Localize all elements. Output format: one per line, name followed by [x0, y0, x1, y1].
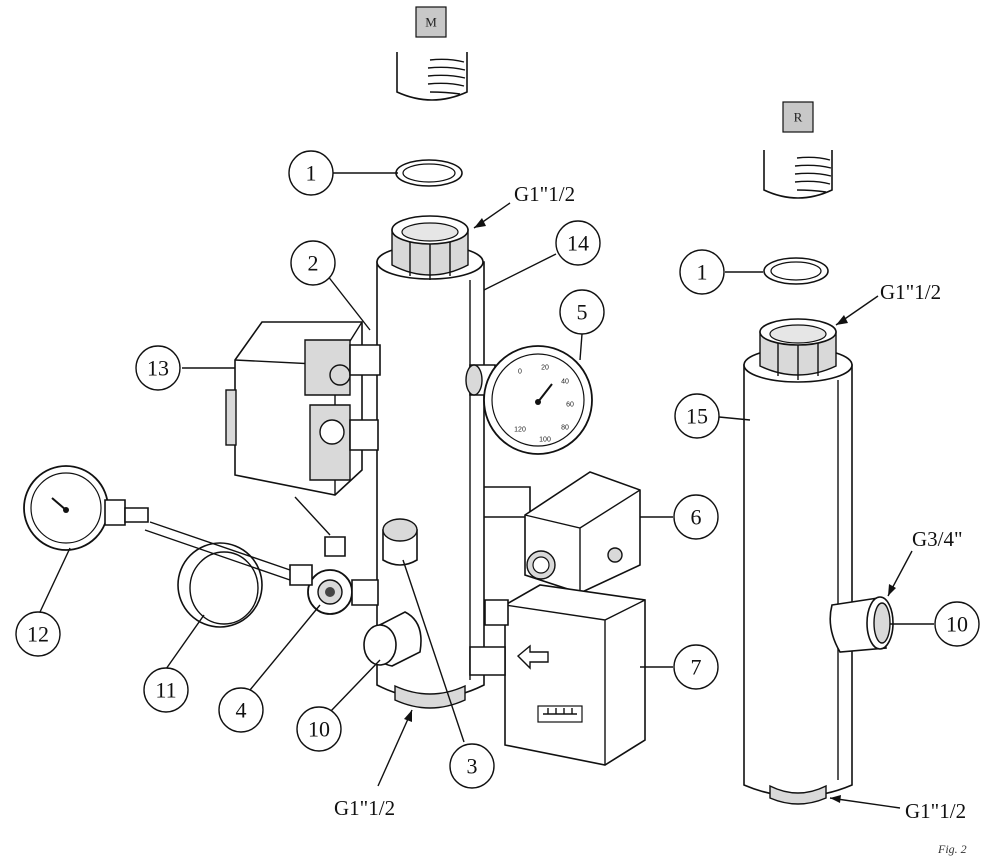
tag-m-label: M [425, 15, 437, 30]
gasket-m [395, 159, 463, 187]
callout-7: 7 [673, 644, 719, 690]
callout-13: 13 [135, 345, 181, 391]
thread-label-m-bottom: G1"1/2 [334, 796, 395, 820]
thermometer-scale: 0 20 40 60 80 100 120 [514, 365, 574, 444]
tick-label: 0 [518, 369, 522, 376]
pressure-gauge-12 [23, 465, 149, 551]
flow-switch-6 [524, 471, 641, 594]
callout-15: 15 [674, 393, 720, 439]
manifold-column [376, 215, 531, 709]
callout-3: 3 [449, 743, 495, 789]
plug-10-right [829, 596, 894, 653]
callout-10-r: 10 [934, 601, 980, 647]
plug-10-left [363, 611, 422, 667]
callout-number: 3 [467, 754, 478, 779]
tick-label: 80 [561, 425, 569, 432]
callout-number: 10 [308, 717, 330, 742]
leader-lines [39, 172, 934, 809]
callout-number: 1 [306, 161, 317, 186]
ball-valve-4 [144, 496, 379, 615]
tag-m: M [415, 6, 447, 38]
callout-1-r: 1 [679, 249, 725, 295]
callout-number: 4 [236, 698, 247, 723]
callout-2: 2 [290, 240, 336, 286]
gasket-r [763, 257, 829, 285]
callout-number: 15 [686, 404, 708, 429]
tag-r-label: R [794, 110, 803, 125]
callout-11: 11 [143, 667, 189, 713]
callout-number: 13 [147, 356, 169, 381]
thermometer-5: 0 20 40 60 80 100 120 [465, 345, 593, 455]
control-box-7 [469, 584, 646, 766]
thread-label-r-bottom: G1"1/2 [905, 799, 966, 823]
callout-number: 12 [27, 622, 49, 647]
callout-number: 11 [155, 678, 176, 703]
tag-r: R [782, 101, 814, 133]
threaded-nipple-r [763, 150, 833, 199]
tick-label: 120 [514, 427, 526, 434]
pressure-switch-13 [225, 321, 381, 496]
callout-4: 4 [218, 687, 264, 733]
figure-label: Fig. 2 [937, 842, 967, 856]
callout-number: 1 [697, 260, 708, 285]
callout-6: 6 [673, 494, 719, 540]
tick-label: 60 [566, 402, 574, 409]
callout-5: 5 [559, 289, 605, 335]
callout-number: 14 [567, 231, 589, 256]
callout-number: 6 [691, 505, 702, 530]
tick-label: 40 [561, 379, 569, 386]
coil-pipe-11 [177, 542, 263, 628]
callout-1-m: 1 [288, 150, 334, 196]
threaded-nipple-m [396, 52, 468, 101]
callout-10-m: 10 [296, 706, 342, 752]
tick-label: 100 [539, 437, 551, 444]
sensor-socket [382, 518, 418, 566]
thread-label-r-side: G3/4" [912, 527, 963, 551]
callout-12: 12 [15, 611, 61, 657]
callout-14: 14 [555, 220, 601, 266]
callout-number: 2 [308, 251, 319, 276]
thread-label-m-top: G1"1/2 [514, 182, 575, 206]
thread-label-r-top: G1"1/2 [880, 280, 941, 304]
callout-number: 7 [691, 655, 702, 680]
column-15 [743, 318, 853, 805]
callout-number: 10 [946, 612, 968, 637]
tick-label: 20 [541, 365, 549, 372]
callout-number: 5 [577, 300, 588, 325]
